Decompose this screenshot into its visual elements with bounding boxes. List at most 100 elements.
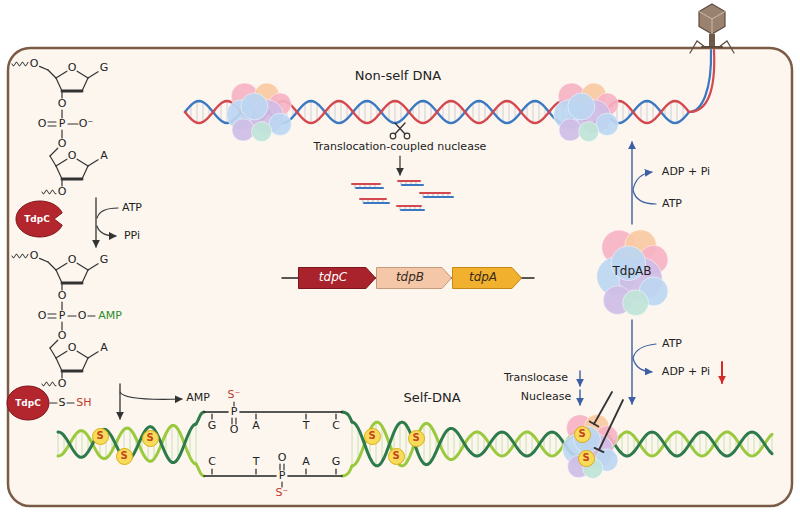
dna-strand — [352, 422, 772, 466]
chemical-bond — [50, 348, 56, 358]
phage-head — [699, 4, 725, 34]
chemical-bond — [82, 78, 88, 91]
dna-strand — [402, 184, 423, 186]
atom-label: P — [59, 310, 66, 322]
chemical-bond — [82, 358, 88, 371]
enzyme-outline — [7, 386, 49, 420]
sulfur-outline — [116, 448, 132, 464]
label-holder: G — [332, 456, 341, 468]
molecule-label: ATP — [662, 338, 682, 350]
atom-label: T — [303, 420, 310, 432]
inhibition-bar — [594, 448, 603, 452]
label-holder: O — [68, 150, 77, 162]
base-link — [335, 414, 336, 419]
phage-fiber — [690, 41, 705, 53]
atom-label: O — [58, 290, 67, 302]
dna-fragment — [397, 206, 424, 210]
protein-subunit — [568, 93, 595, 120]
label-holder: ATP — [662, 198, 682, 210]
atom-label: S — [59, 397, 66, 409]
chemical-bond — [67, 402, 74, 403]
molecule-label: AMP — [186, 392, 210, 404]
wavy-bond — [42, 190, 56, 193]
label-holder: O — [58, 290, 67, 302]
chemical-bond — [88, 264, 98, 270]
dna-strand — [360, 198, 386, 200]
chemical-bond — [62, 282, 82, 285]
chemical-bond — [50, 402, 57, 403]
chemical-bond — [61, 91, 62, 98]
label-holder: S — [59, 397, 66, 409]
effect-label: Translocase — [504, 372, 568, 384]
inhibition-bar — [590, 422, 599, 427]
chemical-bond — [56, 71, 67, 78]
chemical-bond — [77, 351, 88, 358]
molecule-label: ATP — [662, 198, 682, 210]
atom-label: A — [252, 420, 260, 432]
base-pair-rung — [382, 426, 383, 462]
base-pair-rung — [652, 432, 653, 456]
gene-outline — [299, 268, 376, 289]
dna-backbone — [288, 475, 342, 477]
chemical-bond — [61, 179, 62, 186]
label-holder: A — [100, 150, 108, 162]
inhibition-line — [594, 392, 612, 424]
base-pair-rung — [424, 424, 425, 463]
chemical-bond — [68, 123, 78, 124]
base-pair-rung — [58, 432, 59, 456]
scissors-icon — [390, 123, 410, 139]
base-pair-rung — [677, 101, 678, 122]
label-holder: P — [59, 310, 66, 322]
base-pair-rung — [676, 432, 677, 456]
gene-arrow: tdpC — [298, 267, 376, 289]
base-pair-rung — [341, 101, 342, 122]
chemical-bond — [62, 90, 82, 93]
label-holder: AMP — [98, 310, 122, 322]
chemical-bond — [61, 110, 62, 118]
diagram-label: Non-self DNA — [355, 69, 441, 83]
label-holder: A — [100, 342, 108, 354]
label-holder: Translocase — [504, 372, 568, 384]
sulfur-outline — [388, 448, 404, 464]
base-pair-rung — [419, 102, 420, 122]
dna-strand — [356, 187, 383, 189]
atom-label: P — [231, 406, 238, 418]
enzyme-outline — [16, 201, 62, 237]
chemical-bond — [56, 351, 67, 358]
node-text: S — [578, 428, 585, 440]
dna-fragment — [420, 193, 453, 197]
base-link — [211, 469, 212, 474]
base-pair-rung — [509, 101, 510, 122]
process-arrow — [399, 156, 400, 175]
protein-subunit — [241, 93, 268, 120]
dna-strand — [352, 422, 772, 466]
dna-strand — [689, 50, 714, 112]
base-pair-rung — [478, 432, 479, 456]
base-pair-rung — [178, 429, 179, 458]
chemical-bond — [82, 270, 88, 283]
chemical-bond — [50, 148, 58, 156]
label-holder: O — [278, 452, 287, 464]
base-pair-rung — [473, 103, 474, 120]
sulfur-circle: S — [142, 430, 159, 447]
dna-strand — [58, 424, 196, 463]
dna-strand — [398, 180, 420, 182]
chemical-bond — [50, 156, 56, 166]
reaction-arrow — [97, 208, 118, 218]
atom-label: O — [30, 58, 39, 70]
nucleotide-structure — [12, 62, 98, 193]
base-pair-rung — [550, 432, 551, 455]
node-text: TdpAB — [612, 265, 651, 279]
chemical-bond — [88, 160, 98, 166]
chemical-bond — [56, 159, 67, 166]
atom-label: A — [100, 150, 108, 162]
base-link — [255, 469, 256, 474]
label-holder: O — [58, 378, 67, 390]
dna-strand — [420, 192, 450, 194]
label-holder: O — [30, 58, 39, 70]
enzyme-shape: TdpC — [15, 200, 65, 238]
node-text: S — [412, 432, 419, 444]
molecule-label: AMP — [98, 310, 122, 322]
gene-outline — [377, 268, 452, 289]
label-holder: Non-self DNA — [355, 69, 441, 83]
